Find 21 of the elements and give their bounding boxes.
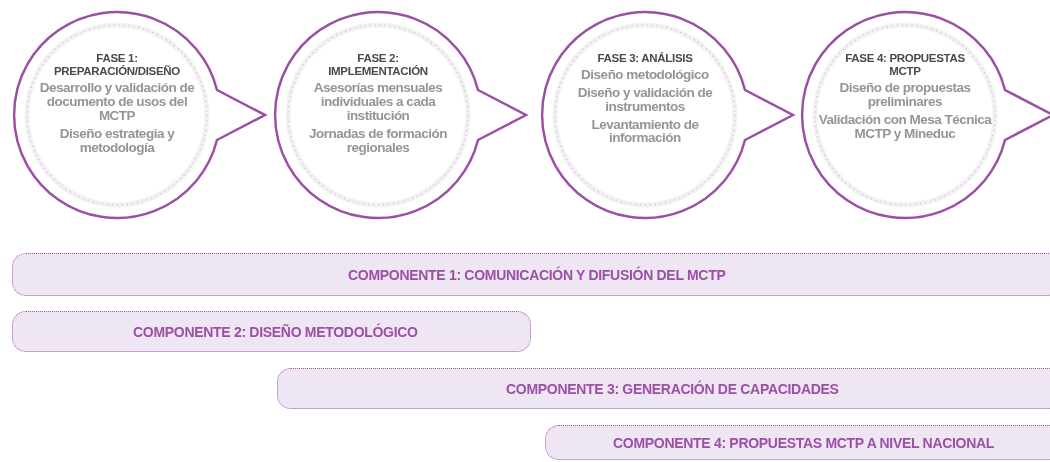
- activity-text: Jornadas de formación regionales: [307, 126, 448, 155]
- phase-heading: FASE 1: PREPARACIÓN/DISEÑO: [53, 52, 181, 79]
- activity-text: Desarrollo y validación de documento de usos del MCTP: [38, 81, 196, 123]
- component-label: COMPONENTE 4: PROPUESTAS MCTP A NIVEL NACIONAL: [613, 434, 995, 451]
- activity-text: Diseño estrategia y metodología: [58, 126, 176, 155]
- component-label: COMPONENTE 1: COMUNICACIÓN Y DIFUSIÓN DEL MCTP: [348, 266, 726, 283]
- activity-text: Diseño metodológico: [581, 68, 709, 82]
- activity-text: Diseño de propuestas preliminares: [838, 81, 972, 109]
- component-bar: [277, 368, 1050, 409]
- phase-heading: FASE 3: ANÁLISIS: [597, 52, 693, 66]
- component-label: COMPONENTE 2: DISEÑO METODOLÓGICO: [133, 323, 418, 340]
- activity-text: Diseño y validación de instrumentos: [576, 86, 714, 114]
- activity-text: Levantamiento de información: [590, 117, 700, 146]
- phase-heading: FASE 2: IMPLEMENTACIÓN: [327, 52, 429, 79]
- component-label: COMPONENTE 3: GENERACIÓN DE CAPACIDADES: [506, 380, 839, 397]
- component-bar: [12, 253, 1050, 296]
- phase-heading: FASE 4: PROPUESTAS MCTP: [844, 52, 966, 79]
- activity-text: Asesorías mensuales individuales a cada institución: [312, 81, 444, 123]
- activity-text: Validación con Mesa Técnica MCTP y Mineduc: [818, 112, 992, 141]
- component-bar: [545, 425, 1050, 460]
- component-bar: [12, 311, 531, 352]
